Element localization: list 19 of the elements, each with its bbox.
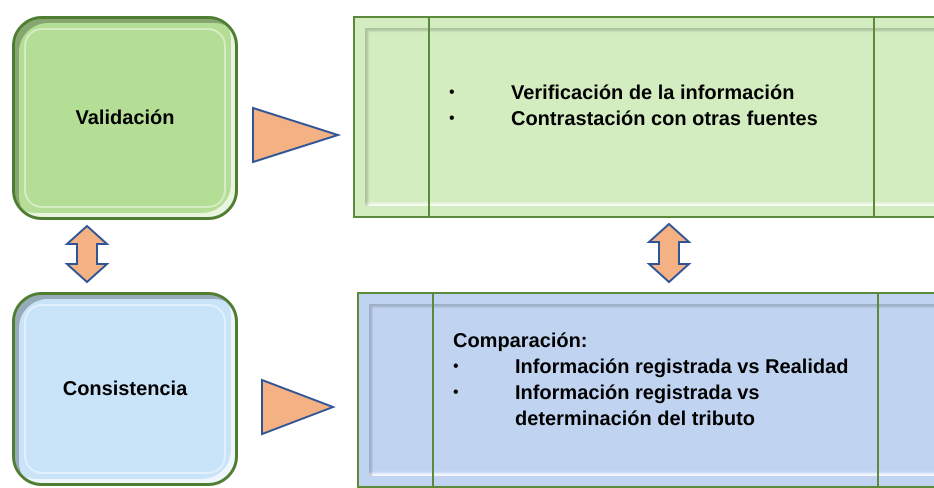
step-label: Validación: [76, 106, 174, 130]
bullet-mark: •: [453, 383, 459, 403]
bullet-text: Información registrada vs Realidad: [515, 355, 850, 380]
bullet-mark: •: [449, 83, 455, 103]
panel-heading: Comparación:: [453, 329, 588, 354]
bullet-mark: •: [449, 109, 455, 129]
rounded-step-box: [12, 16, 238, 220]
double-arrow: [646, 222, 692, 284]
bullet-text: Información registrada vs determinación del tributo: [515, 381, 761, 432]
bullet-mark: •: [453, 357, 459, 377]
bullet-text: Contrastación con otras fuentes: [511, 107, 819, 132]
detail-panel: [353, 16, 934, 218]
double-arrow: [64, 224, 110, 284]
detail-panel: [357, 292, 934, 488]
rounded-step-box: [12, 292, 238, 486]
step-label: Consistencia: [62, 378, 188, 400]
bullet-text: Verificación de la información: [511, 81, 796, 106]
arrow: [261, 378, 336, 436]
arrow: [252, 106, 342, 164]
